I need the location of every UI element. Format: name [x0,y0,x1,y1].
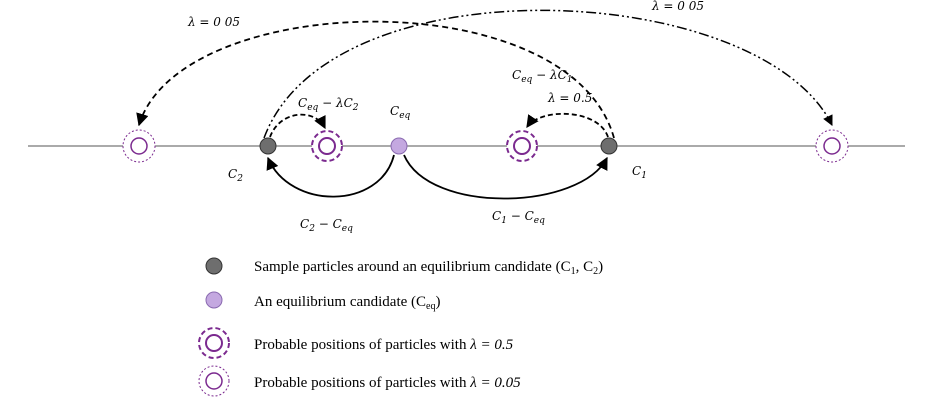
legend-item-lambda-005: Probable positions of particles with λ =… [254,375,521,391]
label-lambda-005-right: λ = 0 05 [651,0,704,13]
label-lambda-005-left: λ = 0 05 [187,15,240,29]
equilibrium-candidate [390,137,408,155]
label-ceq: Ceq [390,104,411,121]
label-ceq-minus-lc2: Ceq − λC2 [298,96,359,113]
legend-item-sample-particles: Sample particles around an equilibrium c… [254,259,603,277]
label-c2-minus-ceq: C2 − Ceq [300,217,353,234]
particle-c1 [600,137,618,155]
legend-dashed-circle-icon [198,327,230,359]
label-c1-minus-ceq: C1 − Ceq [492,209,545,226]
particle-c2 [259,137,277,155]
arrow-c2-to-lambda05-left [269,113,326,138]
arrow-ceq-to-c1 [403,154,608,200]
legend-gray-particle-icon [205,257,223,275]
position-lambda-05-left [311,130,343,162]
label-ceq-minus-lc1: Ceq − λC1 [512,68,573,85]
arrow-ceq-to-c2 [266,154,395,198]
arrow-c1-to-far-left [136,20,615,139]
label-c2: C2 [228,167,243,184]
label-lambda-05: λ = 0.5 [547,91,592,105]
legend-item-equilibrium: An equilibrium candidate (Ceq) [254,294,441,312]
legend-item-lambda-05: Probable positions of particles with λ =… [254,337,514,353]
legend-equilibrium-icon [205,291,223,309]
legend: Sample particles around an equilibrium c… [198,257,603,397]
position-lambda-05-right [506,130,538,162]
position-lambda-005-right [815,129,849,163]
legend-dotted-circle-icon [198,365,230,397]
position-lambda-005-left [122,129,156,163]
label-c1: C1 [632,164,647,181]
arrow-c2-to-far-right [263,9,833,139]
arrow-c1-to-lambda05-right [526,112,609,138]
